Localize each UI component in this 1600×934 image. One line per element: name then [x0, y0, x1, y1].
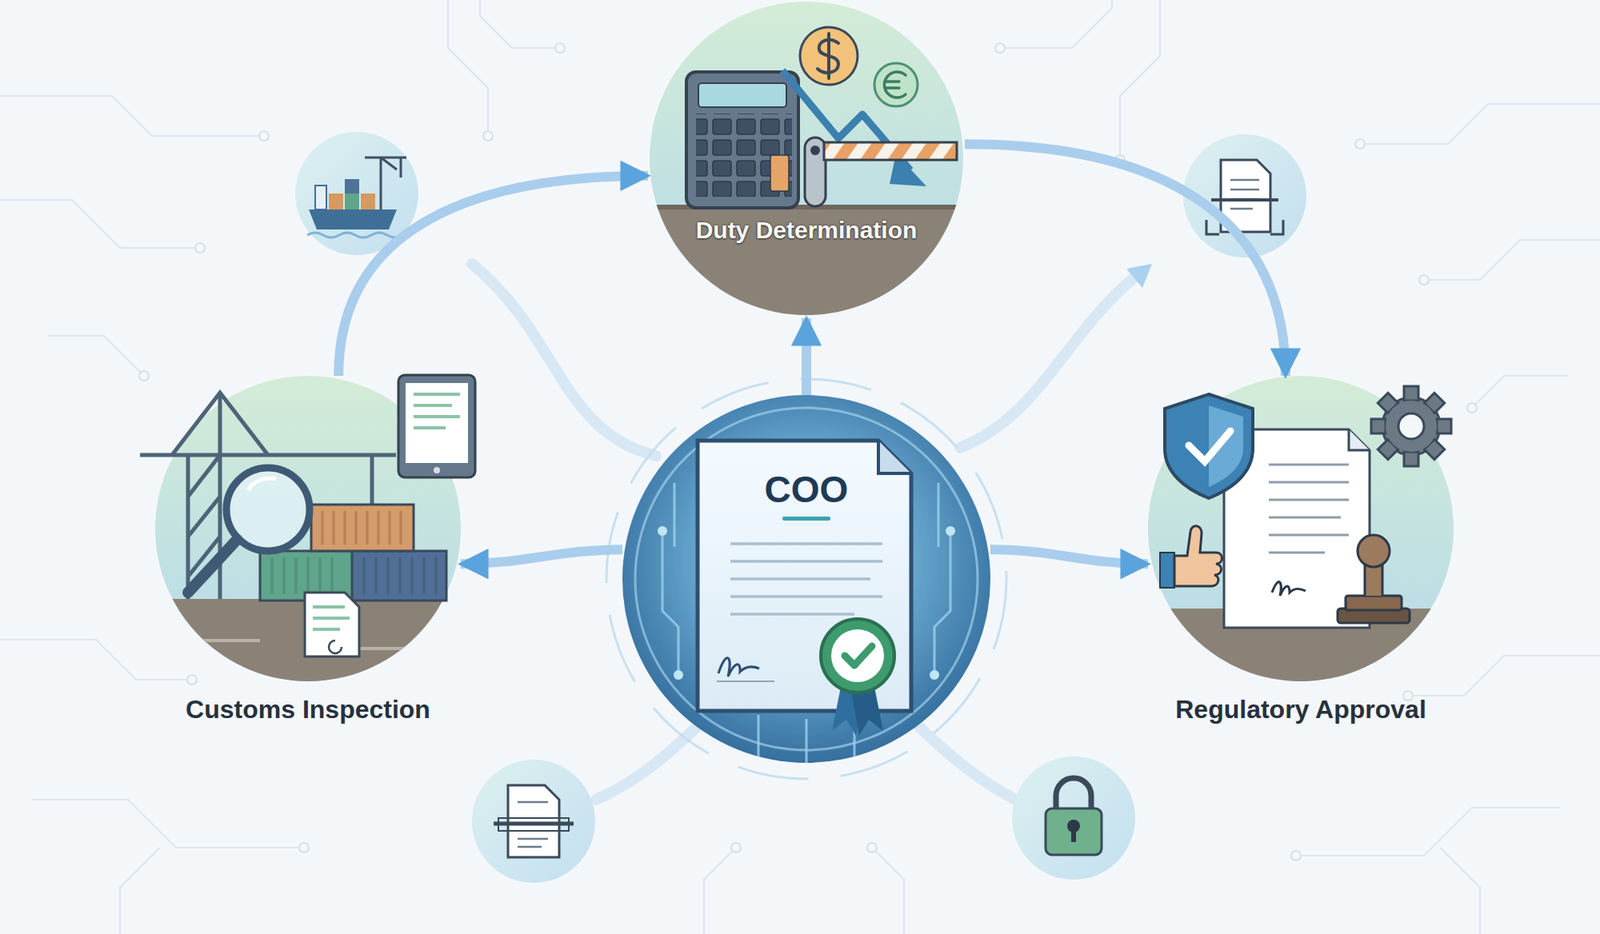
node-label: Regulatory Approval [1168, 694, 1433, 726]
duty-circle: Duty Determination [648, 1, 965, 319]
coo-circle: COO [622, 395, 991, 764]
flow-arrow [990, 549, 1148, 564]
node-label: Duty Determination [694, 216, 919, 246]
flow-arrow [964, 144, 1286, 376]
flow-arrow [801, 318, 812, 396]
flow-arrow [460, 549, 623, 564]
flow-arrow [338, 176, 648, 376]
customs-circle: Customs Inspection [155, 376, 461, 768]
node-label: Customs Inspection [176, 694, 440, 726]
node-label: COO [710, 467, 903, 512]
regulatory-circle: Regulatory Approval [1148, 376, 1454, 768]
